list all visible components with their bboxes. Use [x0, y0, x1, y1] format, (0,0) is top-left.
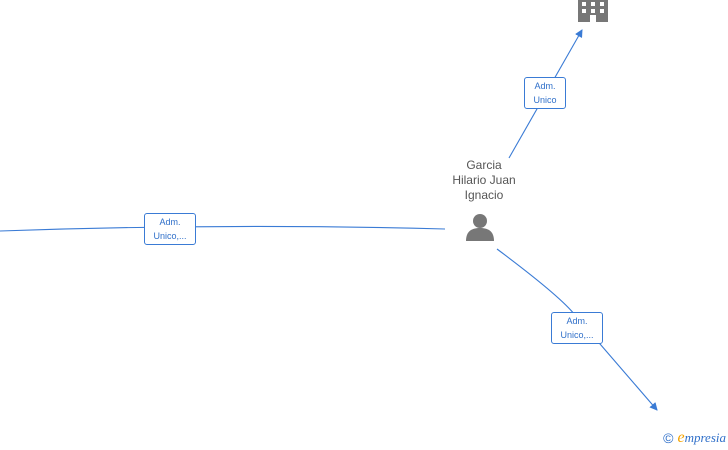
brand-name: mpresia	[684, 430, 726, 445]
copyright-icon: ©	[663, 430, 674, 446]
person-name[interactable]: Garcia Hilario Juan Ignacio	[424, 158, 544, 203]
relation-label-bottom-right-line-1: Adm.	[566, 316, 588, 326]
relation-label-top-right-line-2: Unico	[533, 95, 557, 105]
relation-label-top-right-line-1: Adm.	[534, 81, 556, 91]
person-name-line-1: Garcia	[466, 158, 502, 172]
relation-label-left-line-2: Unico,...	[153, 231, 187, 241]
relation-label-left[interactable]: Adm. Unico,...	[144, 213, 196, 245]
relation-label-left-line-1: Adm.	[159, 217, 181, 227]
edge-left	[0, 225, 446, 232]
building-icon[interactable]	[578, 0, 608, 22]
relation-label-bottom-right-line-2: Unico,...	[560, 330, 594, 340]
relation-label-top-right[interactable]: Adm. Unico	[524, 77, 566, 109]
person-icon[interactable]	[466, 214, 494, 241]
person-name-line-3: Ignacio	[464, 188, 504, 202]
relation-label-bottom-right[interactable]: Adm. Unico,...	[551, 312, 603, 344]
person-name-line-2: Hilario Juan	[452, 173, 516, 187]
brand-initial: e	[677, 429, 685, 446]
